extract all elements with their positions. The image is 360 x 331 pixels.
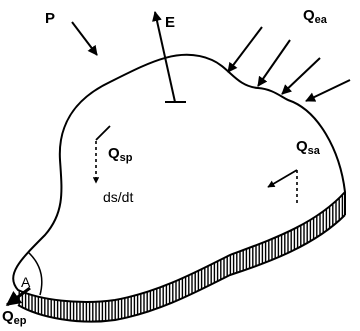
evaporation-label: E	[165, 14, 175, 31]
storage-change-label: ds/dt	[103, 189, 133, 205]
surface-inflow-arrow-3	[282, 58, 320, 94]
precipitation-label: P	[45, 10, 55, 27]
surface-inflow-arrow-4	[306, 80, 350, 101]
surface-inflow-arrow-2	[258, 40, 290, 86]
q-ep-label: Qep	[2, 308, 27, 327]
body-outline	[13, 55, 345, 302]
q-ea-label: Qea	[303, 7, 328, 26]
surface-inflow-arrow-1	[228, 27, 262, 72]
precipitation-arrow	[72, 22, 97, 55]
